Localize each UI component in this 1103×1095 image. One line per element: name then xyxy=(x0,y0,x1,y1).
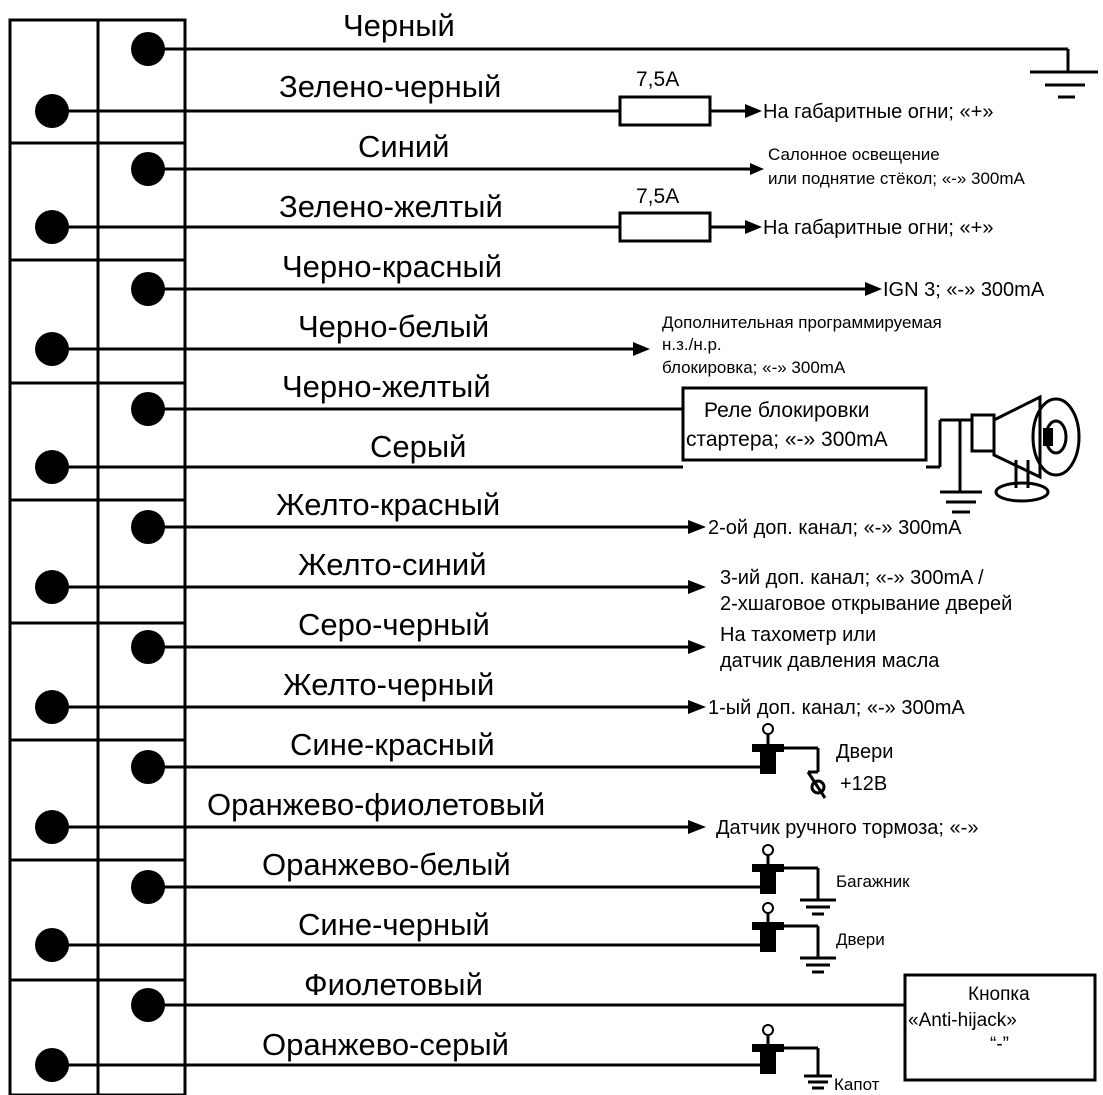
wire-label: Черно-красный xyxy=(282,249,502,284)
wire-label: Фиолетовый xyxy=(304,967,483,1002)
destination-label: Салонное освещение xyxy=(768,145,940,164)
antihijack-button-box: Кнопка «Anti-hijack» “-” xyxy=(903,973,1097,1082)
destination-label: н.з./н.р. xyxy=(662,335,722,354)
arrow-icon xyxy=(745,220,762,234)
ground-icon xyxy=(1030,49,1098,99)
wire-label: Оранжево-серый xyxy=(262,1027,509,1062)
door-switch-minus-icon xyxy=(752,902,836,974)
connector-pins xyxy=(35,32,165,1082)
wire-lines xyxy=(52,47,1068,1067)
destination-label: Датчик ручного тормоза; «-» xyxy=(716,817,978,839)
arrow-icon xyxy=(750,163,764,175)
destination-label: или поднятие стёкол; «-» 300mA xyxy=(768,169,1026,188)
arrow-icon xyxy=(745,104,762,118)
destination-label: На габаритные огни; «+» xyxy=(763,101,993,123)
fuse-rating: 7,5A xyxy=(636,185,679,208)
wire-label: Синий xyxy=(358,129,449,164)
destination-label: 1-ый доп. канал; «-» 300mA xyxy=(708,697,965,719)
fuse-rating: 7,5A xyxy=(636,68,679,91)
wire-label: Черно-белый xyxy=(298,309,489,344)
trunk-switch-icon xyxy=(752,844,836,916)
arrow-icon xyxy=(688,820,706,834)
arrow-icon xyxy=(688,580,706,594)
fuse-2 xyxy=(618,211,712,243)
destination-label: Двери xyxy=(836,930,885,949)
wire-label: Желто-красный xyxy=(276,487,500,522)
destination-label: Багажник xyxy=(836,872,910,891)
arrow-icon xyxy=(633,342,650,356)
arrow-icon xyxy=(688,640,706,654)
arrow-icon xyxy=(688,520,706,534)
destination-label: 2-хшаговое открывание дверей xyxy=(720,593,1012,615)
wire-label: Оранжево-белый xyxy=(262,847,511,882)
arrow-icon xyxy=(688,700,706,714)
destination-label: Капот xyxy=(834,1075,880,1094)
destination-label: На габаритные огни; «+» xyxy=(763,217,993,239)
destination-label: 3-ий доп. канал; «-» 300mA / xyxy=(720,567,984,589)
starter-relay-box: Реле блокировки стартера; «-» 300mA xyxy=(681,386,928,462)
destination-label: 2-ой доп. канал; «-» 300mA xyxy=(708,517,962,539)
arrow-icon xyxy=(865,282,882,296)
destination-label: IGN 3; «-» 300mA xyxy=(883,279,1045,301)
wire-label: Оранжево-фиолетовый xyxy=(207,787,545,822)
wire-label: Желто-синий xyxy=(298,547,487,582)
fuse-1 xyxy=(618,95,712,127)
hood-switch-icon xyxy=(752,1024,832,1090)
destination-labels: На габаритные огни; «+» Салонное освещен… xyxy=(662,101,1045,1094)
antihijack-label: “-” xyxy=(990,1034,1009,1055)
destination-label: На тахометр или xyxy=(720,624,876,646)
siren-icon xyxy=(926,394,1081,514)
connector-block xyxy=(8,18,187,1095)
wire-label: Зелено-черный xyxy=(279,69,501,104)
wire-label: Зелено-желтый xyxy=(279,189,503,224)
wire-label: Черно-желтый xyxy=(282,369,491,404)
wire-label: Желто-черный xyxy=(283,667,494,702)
wire-labels: Черный Зелено-черный Синий Зелено-желтый… xyxy=(207,8,545,1062)
destination-label: датчик давления масла xyxy=(720,650,940,672)
wire-label: Серый xyxy=(370,429,466,464)
starter-relay-label: стартера; «-» 300mA xyxy=(686,428,888,451)
destination-label: Дополнительная программируемая xyxy=(662,313,942,332)
starter-relay-label: Реле блокировки xyxy=(704,399,869,422)
wire-label: Черный xyxy=(343,8,455,43)
destination-label: Двери xyxy=(836,741,893,763)
wire-label: Сине-красный xyxy=(290,727,495,762)
antihijack-label: «Anti-hijack» xyxy=(908,1010,1017,1031)
wire-label: Серо-черный xyxy=(298,607,490,642)
arrowheads xyxy=(633,104,882,834)
antihijack-label: Кнопка xyxy=(968,984,1030,1005)
wire-label: Сине-черный xyxy=(298,907,490,942)
door-switch-plus-icon xyxy=(752,723,827,799)
destination-label: блокировка; «-» 300mA xyxy=(662,358,846,377)
destination-label: +12В xyxy=(840,773,887,795)
